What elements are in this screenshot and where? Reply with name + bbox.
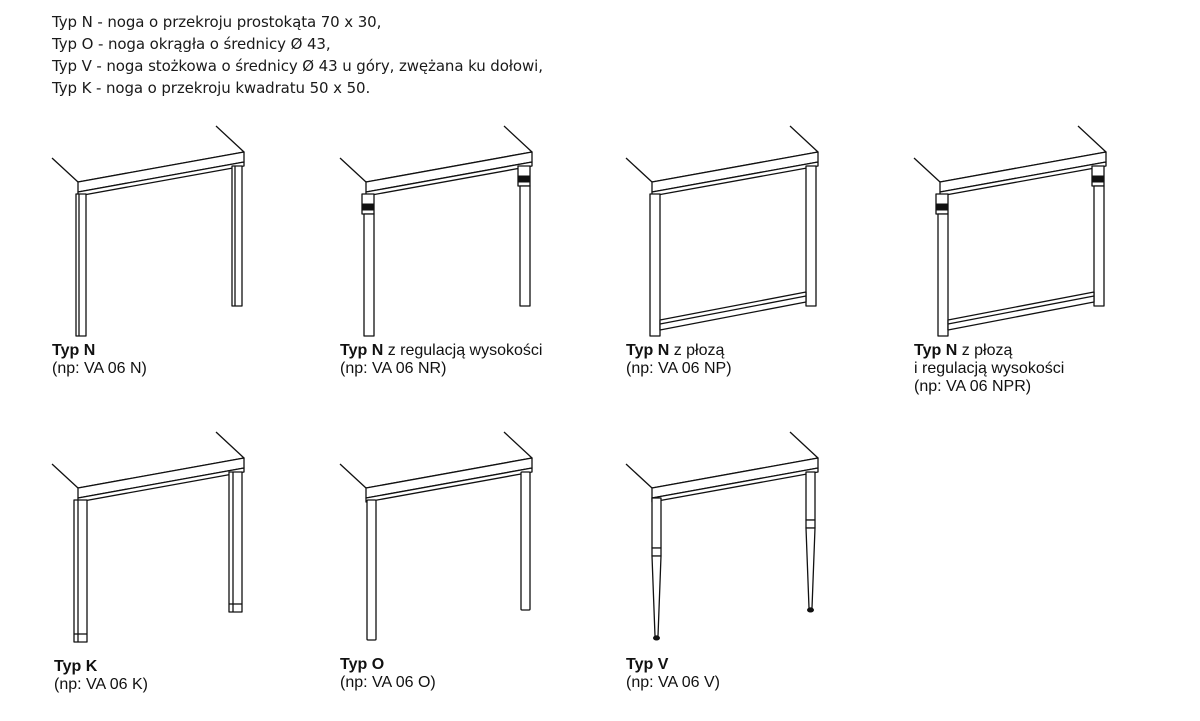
type-name: Typ N: [914, 342, 958, 359]
desk-leg-type-v: [622, 428, 822, 648]
type-name: Typ N: [340, 342, 384, 359]
description-text: Typ N - noga o przekroju prostokąta 70 x…: [52, 11, 543, 99]
caption-type-npr: Typ N z płozą i regulacją wysokości (np:…: [914, 342, 1065, 395]
description-line: Typ N - noga o przekroju prostokąta 70 x…: [52, 13, 382, 31]
type-name: Typ N: [626, 342, 670, 359]
type-code: (np: VA 06 NPR): [914, 378, 1032, 395]
type-name: Typ O: [340, 656, 385, 673]
description-line: Typ O - noga okrągła o średnicy Ø 43,: [52, 35, 331, 53]
type-code: (np: VA 06 N): [52, 360, 147, 377]
type-code: (np: VA 06 NP): [626, 360, 732, 377]
desk-leg-type-o: [336, 428, 536, 648]
caption-type-o: Typ O (np: VA 06 O): [340, 656, 436, 692]
type-name: Typ K: [54, 658, 98, 675]
desk-illustration: [51, 125, 245, 337]
type-name: Typ N: [52, 342, 96, 359]
caption-type-n: Typ N (np: VA 06 N): [52, 342, 147, 378]
desk-illustration: [625, 125, 819, 337]
caption-type-nr: Typ N z regulacją wysokości (np: VA 06 N…: [340, 342, 543, 377]
description-line: Typ V - noga stożkowa o średnicy Ø 43 u …: [52, 57, 543, 75]
desk-illustration: [625, 431, 819, 641]
type-code: (np: VA 06 V): [626, 674, 720, 691]
desk-illustration: [913, 125, 1107, 337]
desk-leg-type-np: [622, 122, 822, 342]
desk-leg-type-k: [48, 428, 248, 648]
type-name: Typ V: [626, 656, 669, 673]
desk-leg-type-n: [48, 122, 248, 342]
desk-illustration: [51, 431, 245, 643]
type-code: (np: VA 06 K): [54, 676, 148, 693]
caption-type-k: Typ K (np: VA 06 K): [54, 658, 148, 694]
description-line: Typ K - noga o przekroju kwadratu 50 x 5…: [52, 79, 371, 97]
type-code: (np: VA 06 O): [340, 674, 436, 691]
caption-type-np: Typ N z płozą (np: VA 06 NP): [626, 342, 732, 377]
desk-illustration: [339, 125, 533, 337]
caption-type-v: Typ V (np: VA 06 V): [626, 656, 720, 692]
desk-leg-type-npr: [910, 122, 1110, 342]
desk-leg-type-nr: [336, 122, 536, 342]
desk-illustration: [339, 431, 533, 641]
type-code: (np: VA 06 NR): [340, 360, 447, 377]
